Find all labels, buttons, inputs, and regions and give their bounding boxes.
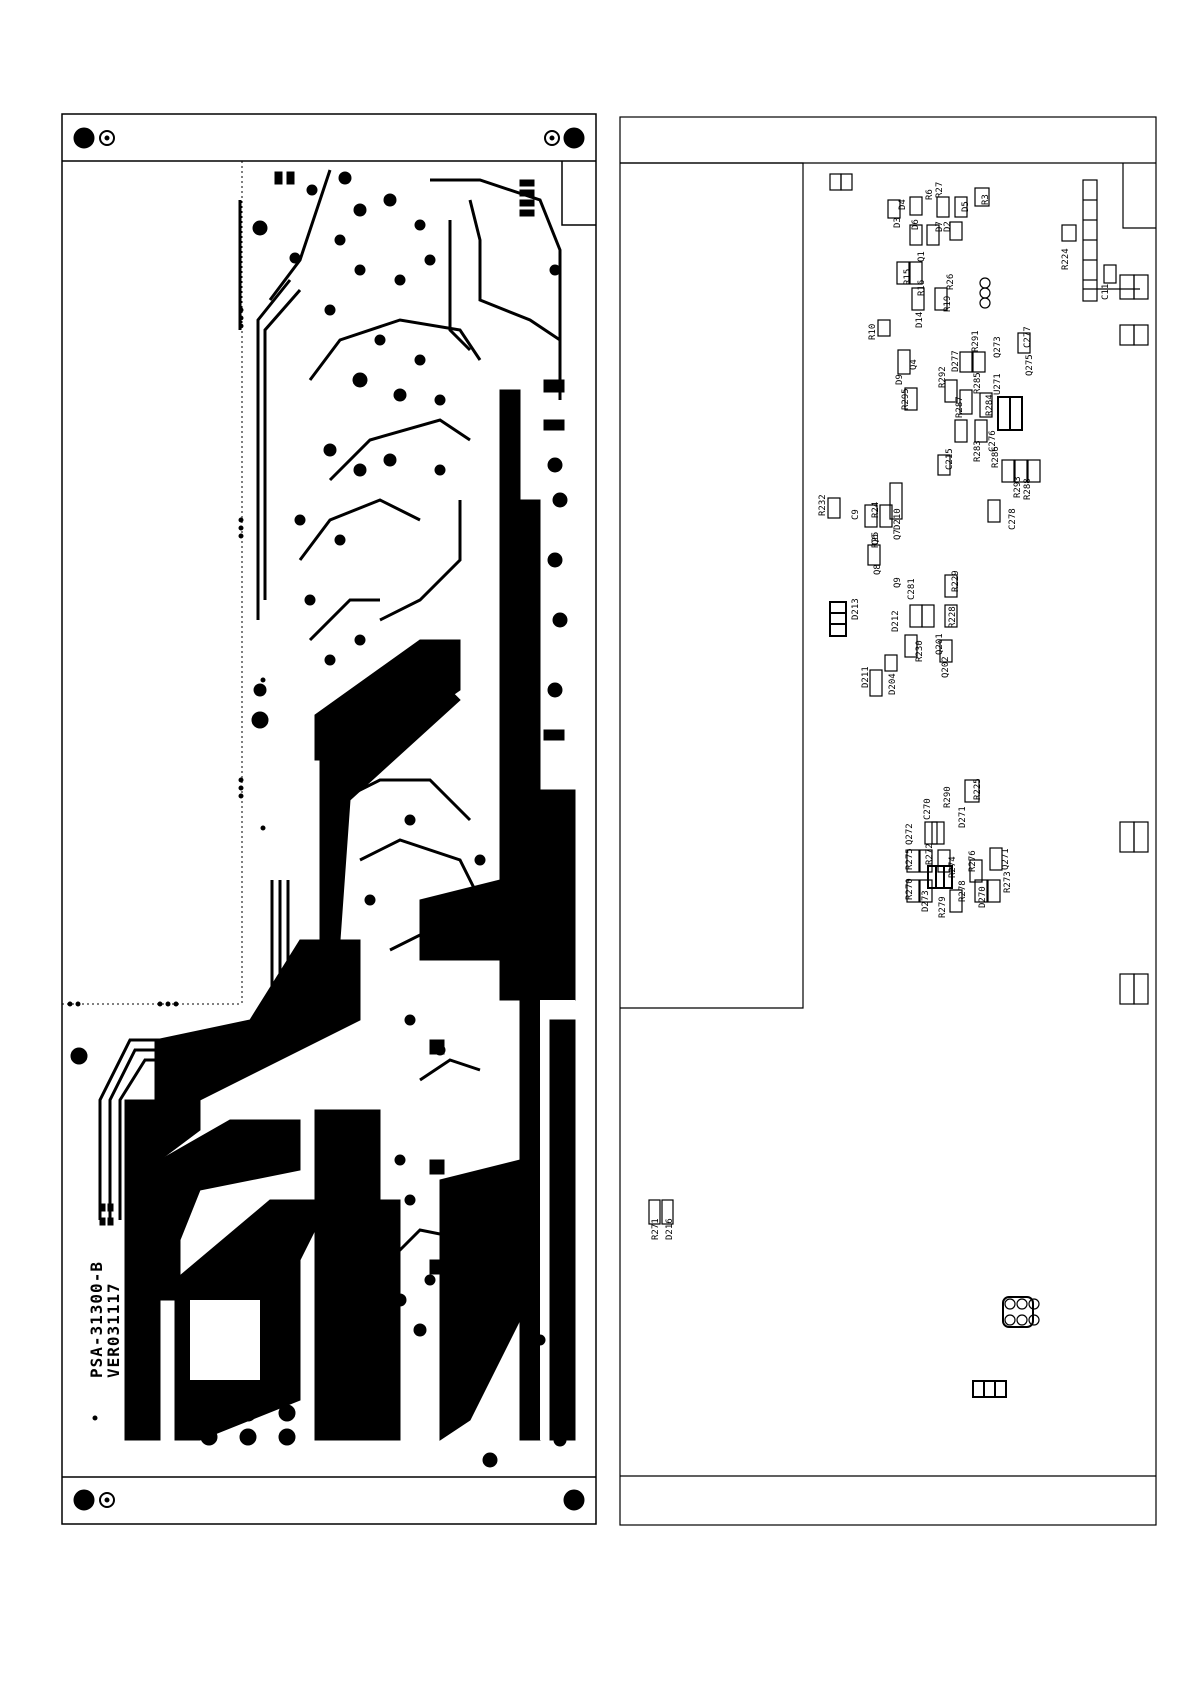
designator-r290: R290 <box>943 786 953 808</box>
designator-d273: D273 <box>921 890 931 912</box>
designator-d9: D9 <box>895 374 905 385</box>
designator-r16: R16 <box>917 280 927 296</box>
right-silkscreen-board <box>619 116 1157 1526</box>
designator-d6: D6 <box>911 219 921 230</box>
designator-d14: D14 <box>915 312 925 328</box>
designator-r27: R27 <box>935 182 945 198</box>
designator-r284: R284 <box>985 394 995 416</box>
designator-q4: Q4 <box>909 359 919 370</box>
designator-d270: D270 <box>978 886 988 908</box>
designator-q7: Q7 <box>893 529 903 540</box>
designator-r283: R283 <box>973 440 983 462</box>
designator-c270: C270 <box>923 798 933 820</box>
designator-q9: Q9 <box>893 577 903 588</box>
designator-r275: R275 <box>905 848 915 870</box>
designator-d212: D212 <box>891 610 901 632</box>
designator-r229: R229 <box>951 570 961 592</box>
designator-d4: D4 <box>898 199 908 210</box>
designator-r26: R26 <box>946 274 956 290</box>
designator-d271: D271 <box>958 806 968 828</box>
designator-r25: R25 <box>871 532 881 548</box>
designator-r273: R273 <box>1003 871 1013 893</box>
designator-q275: Q275 <box>1025 354 1035 376</box>
designator-r272: R272 <box>925 843 935 865</box>
designator-r292: R292 <box>938 366 948 388</box>
designator-r224: R224 <box>1061 248 1071 270</box>
designator-q201: Q201 <box>935 633 945 655</box>
designator-r232: R232 <box>818 494 828 516</box>
designator-d204: D204 <box>888 673 898 695</box>
designator-r293: R293 <box>1013 476 1023 498</box>
designator-r19: R19 <box>943 296 953 312</box>
designator-d216: D216 <box>665 1218 675 1240</box>
designator-r278: R278 <box>958 880 968 902</box>
designator-r286: R286 <box>991 446 1001 468</box>
designator-c277: C277 <box>1023 326 1033 348</box>
designator-r271: R271 <box>651 1218 661 1240</box>
designator-q1: Q1 <box>917 251 927 262</box>
designator-r287: R287 <box>955 396 965 418</box>
designator-r270: R270 <box>905 878 915 900</box>
designator-r285: R285 <box>973 372 983 394</box>
designator-d7: D7 <box>935 221 945 232</box>
designator-r10: R10 <box>868 324 878 340</box>
designator-r291: R291 <box>971 330 981 352</box>
designator-r228: R228 <box>948 606 958 628</box>
designator-c278: C278 <box>1008 508 1018 530</box>
designator-u271: U271 <box>993 373 1003 395</box>
designator-q6: Q6 <box>871 534 881 545</box>
designator-d211: D211 <box>861 666 871 688</box>
designator-d2: D2 <box>943 221 953 232</box>
designator-r274: R274 <box>948 856 958 878</box>
designator-d5: D5 <box>961 201 971 212</box>
designator-d3: D3 <box>893 217 903 228</box>
designator-d277: D277 <box>951 350 961 372</box>
designator-r288: R288 <box>1023 478 1033 500</box>
designator-c9: C9 <box>851 509 861 520</box>
designator-r24: R24 <box>871 502 881 518</box>
designator-r279: R279 <box>938 896 948 918</box>
designator-r15: R15 <box>903 269 913 285</box>
designator-c11: C11 <box>1101 284 1111 300</box>
board-version: VER031117 <box>104 1282 123 1378</box>
designator-c281: C281 <box>907 578 917 600</box>
designator-r3: R3 <box>981 194 991 205</box>
designator-q272: Q272 <box>905 823 915 845</box>
designator-c276: C276 <box>988 430 998 452</box>
designator-r6: R6 <box>925 189 935 200</box>
designator-q202: Q202 <box>941 656 951 678</box>
designator-c215: C215 <box>945 448 955 470</box>
designator-d213: D213 <box>851 598 861 620</box>
designator-r295: R295 <box>901 388 911 410</box>
designator-r276: R276 <box>968 850 978 872</box>
designator-q273: Q273 <box>993 336 1003 358</box>
designator-q271: Q271 <box>1001 848 1011 870</box>
left-copper-board <box>61 113 597 1525</box>
designator-r230: R230 <box>915 640 925 662</box>
designator-d210: D210 <box>893 508 903 530</box>
designator-q8: Q8 <box>873 564 883 575</box>
designator-r225: R225 <box>973 778 983 800</box>
